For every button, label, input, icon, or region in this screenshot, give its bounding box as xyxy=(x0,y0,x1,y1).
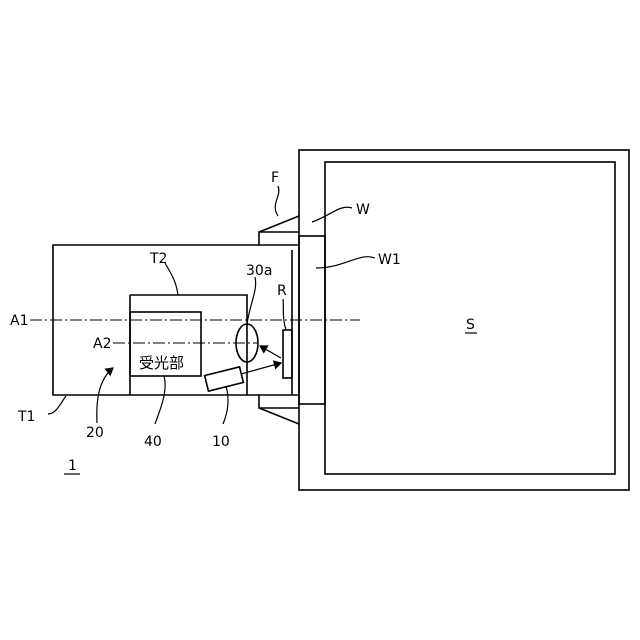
label-f: F xyxy=(271,170,279,186)
label-t2: T2 xyxy=(149,251,167,267)
label-30a: 30a xyxy=(246,263,272,279)
label-s: S xyxy=(466,317,475,333)
leader-f xyxy=(275,186,279,216)
leader-10 xyxy=(223,386,228,424)
chamber-outer xyxy=(299,150,629,490)
leader-r xyxy=(283,299,286,330)
label-r: R xyxy=(277,283,287,299)
reflector-r xyxy=(283,330,292,378)
reflected-ray xyxy=(260,346,281,358)
light-source-10 xyxy=(205,367,244,391)
label-a1: A1 xyxy=(10,313,28,329)
unit-t2-outline xyxy=(130,295,247,395)
label-40: 40 xyxy=(144,434,162,450)
flange-upper xyxy=(259,216,299,245)
label-t1: T1 xyxy=(17,409,35,425)
flange-lower xyxy=(259,395,299,424)
leader-40 xyxy=(155,376,165,424)
label-1: 1 xyxy=(68,458,77,474)
leader-t1 xyxy=(48,396,66,414)
label-10: 10 xyxy=(212,434,230,450)
label-receiver: 受光部 xyxy=(139,354,184,372)
label-20: 20 xyxy=(86,425,104,441)
leader-30a xyxy=(247,277,256,324)
leader-t2 xyxy=(165,263,178,295)
leader-w xyxy=(312,207,352,222)
label-w: W xyxy=(356,202,370,218)
label-a2: A2 xyxy=(93,336,111,352)
label-w1: W1 xyxy=(378,252,401,268)
